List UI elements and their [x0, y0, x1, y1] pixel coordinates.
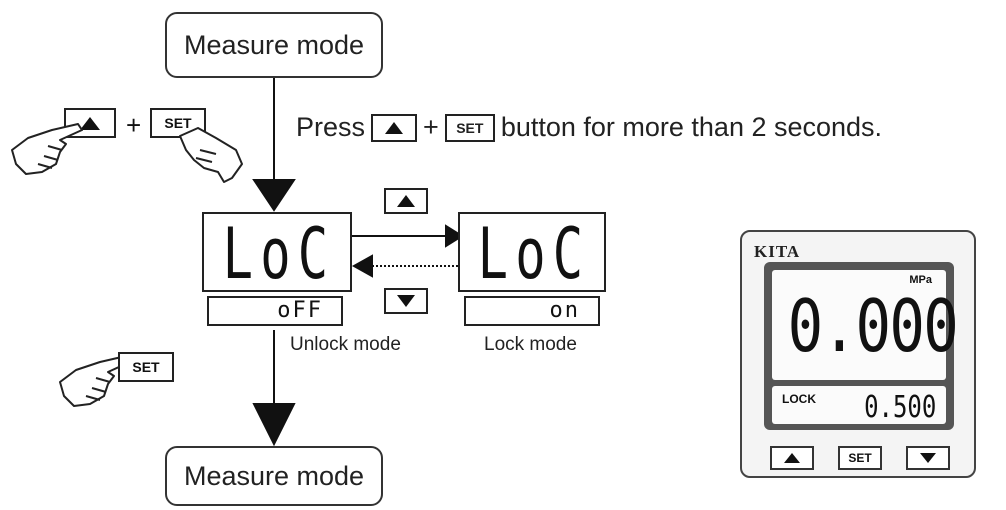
instruction-up-key: [371, 113, 418, 142]
device-down-button[interactable]: [906, 446, 950, 470]
lock-sub-text: on: [549, 298, 580, 323]
up-arrow-icon: [80, 116, 100, 130]
hand-pointer-icon: [11, 123, 83, 175]
instruction-rest: button for more than 2 seconds.: [500, 112, 883, 142]
down-arrow-icon: [920, 453, 936, 463]
unlock-mode-label: Unlock mode: [290, 334, 401, 355]
lock-mode-label: Lock mode: [484, 334, 577, 355]
hand-pointer-icon: [59, 355, 131, 407]
combo-set-key: SET: [150, 108, 206, 138]
combo-set-label: SET: [164, 115, 192, 131]
down-key-diagram: [384, 288, 428, 314]
instruction-plus: +: [423, 112, 439, 142]
up-arrow-icon: [385, 121, 404, 134]
unlock-main-display: LoC: [202, 212, 352, 292]
measure-mode-bottom: Measure mode: [165, 446, 383, 506]
device-set-label: SET: [848, 451, 872, 465]
instruction-set-key: SET: [444, 113, 495, 142]
up-arrow-icon: [397, 195, 415, 207]
device-set-button[interactable]: SET: [838, 446, 882, 470]
set-key-press: SET: [118, 352, 174, 382]
measure-mode-top: Measure mode: [165, 12, 383, 78]
instruction-text: Press + SET button for more than 2 secon…: [296, 112, 882, 143]
device-brand: KITA: [754, 242, 801, 261]
device-main-lcd: MPa 0.000: [772, 270, 959, 380]
instruction-set-label: SET: [456, 119, 484, 136]
unlock-sub-display: oFF: [207, 296, 343, 326]
lock-sub-display: on: [464, 296, 600, 326]
instruction-press: Press: [296, 112, 366, 142]
device-panel: MPa 0.000 LOCK 0.500: [764, 262, 959, 430]
unlock-sub-text: oFF: [277, 298, 323, 323]
measure-mode-bottom-label: Measure mode: [183, 460, 365, 491]
lock-main-text: LoC: [477, 213, 591, 292]
device-up-button[interactable]: [770, 446, 814, 470]
set-key-press-label: SET: [132, 359, 160, 375]
device-lock-label: LOCK: [782, 392, 816, 406]
unlock-main-text: LoC: [222, 213, 336, 292]
device-sub-value: 0.500: [863, 390, 936, 425]
up-key-diagram: [384, 188, 428, 214]
lock-main-display: LoC: [458, 212, 606, 292]
down-arrow-icon: [397, 295, 415, 307]
pressure-gauge-device: KITA MPa 0.000 LOCK 0.500 SET: [740, 230, 976, 478]
up-arrow-icon: [784, 453, 800, 463]
combo-plus: +: [126, 110, 142, 140]
measure-mode-top-label: Measure mode: [183, 29, 365, 60]
device-sub-lcd: LOCK 0.500: [772, 386, 946, 425]
device-main-value: 0.000: [787, 284, 959, 368]
device-unit: MPa: [909, 274, 932, 286]
hand-pointer-icon: [179, 127, 243, 183]
